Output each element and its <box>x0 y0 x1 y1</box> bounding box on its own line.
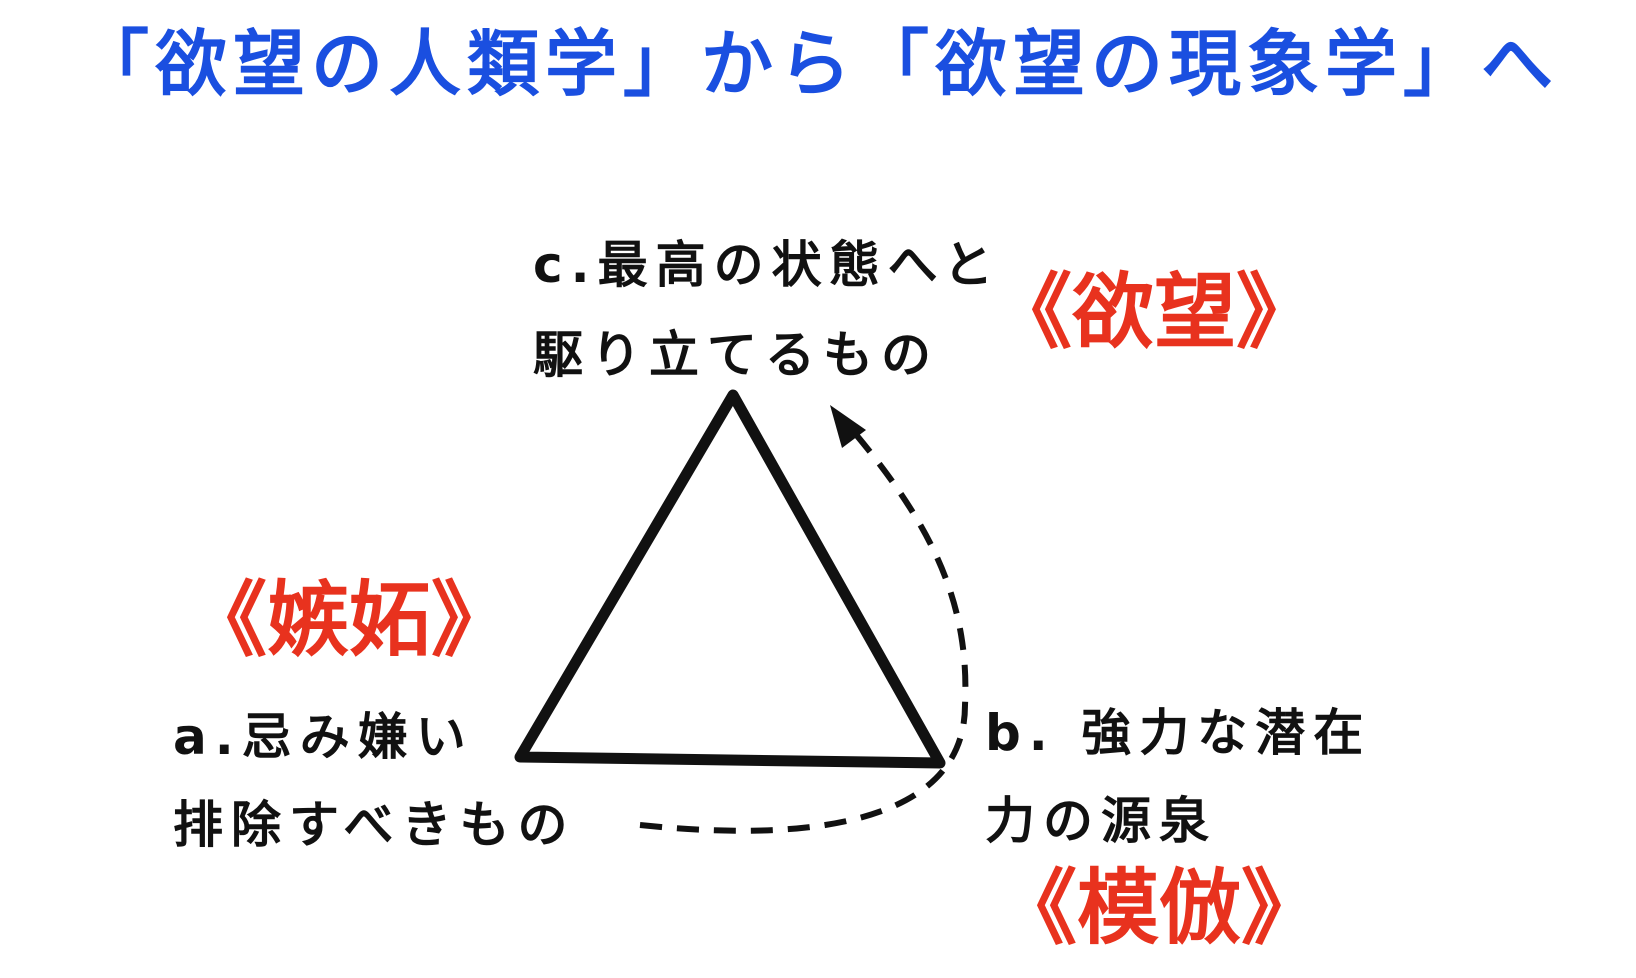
concept-desire: 《欲望》 <box>990 265 1319 360</box>
top-vertex-label-line1: c.最高の状態へと <box>533 236 1002 294</box>
top-vertex-label-line2: 駆り立てるもの <box>533 326 939 384</box>
arrow-head <box>830 405 866 448</box>
left-vertex-label-line2: 排除すべきもの <box>173 796 576 854</box>
concept-imitation: 《模倣》 <box>995 861 1324 956</box>
dashed-arrow <box>639 416 969 834</box>
left-vertex-label-line1: a.忌み嫌い <box>173 708 474 766</box>
right-vertex-label-line1: b. 強力な潜在 <box>985 704 1372 762</box>
right-vertex-label-line2: 力の源泉 <box>985 792 1217 850</box>
concept-jealousy: 《嫉妬》 <box>185 573 514 668</box>
triangle <box>514 389 946 769</box>
page-title: 「欲望の人類学」から「欲望の現象学」へ <box>76 22 1559 106</box>
